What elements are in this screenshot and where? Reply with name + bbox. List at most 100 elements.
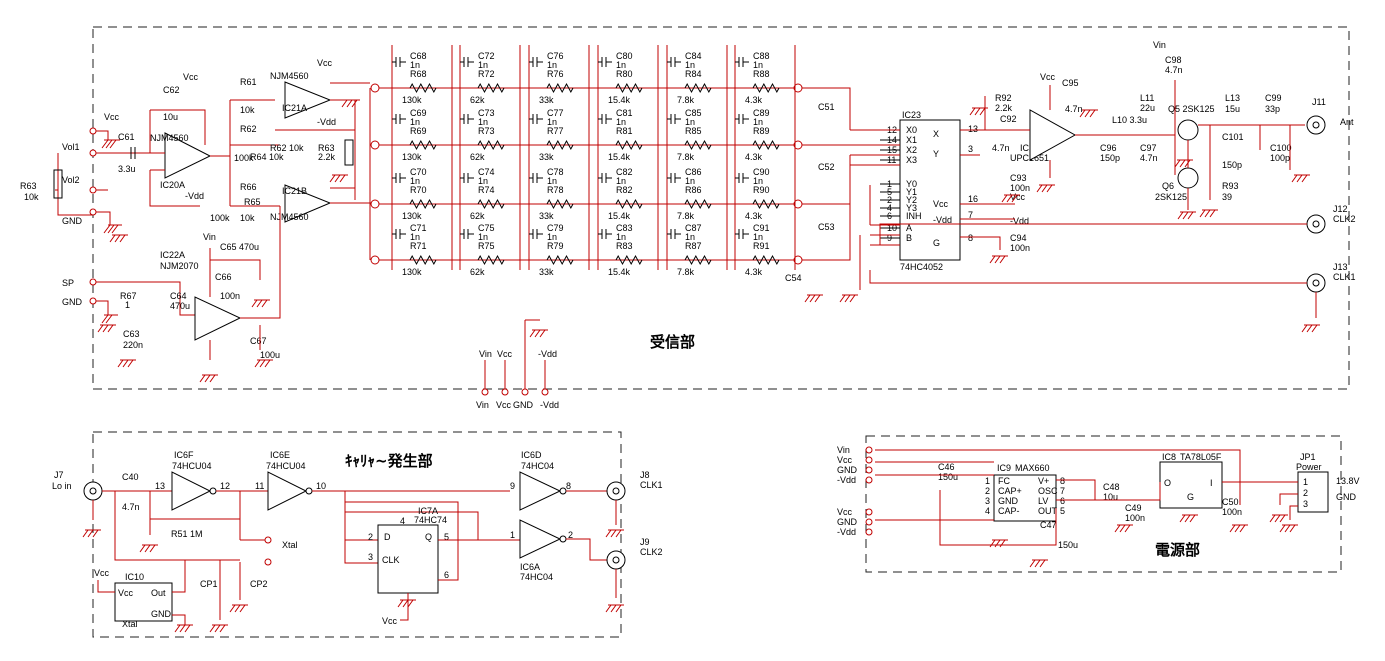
filter-output-caps: C51 C52 C53 C54 xyxy=(785,102,835,283)
power-input-terminal[interactable] xyxy=(865,466,873,474)
jp1-connector[interactable] xyxy=(1297,471,1329,513)
mux-pin-name: X3 xyxy=(906,155,917,165)
power-output-label: Vcc xyxy=(837,507,853,517)
jp1-pin2: 2 xyxy=(1303,488,1308,498)
power-input-terminal[interactable] xyxy=(865,476,873,484)
c50-label: C50 xyxy=(1222,497,1239,507)
xtal-terminal-1[interactable] xyxy=(264,536,272,544)
ic8-in-pin: O xyxy=(1164,478,1171,488)
mux-pin-name: B xyxy=(906,233,912,243)
filter-cap-label: C82 xyxy=(616,167,633,177)
vol1-terminal[interactable] xyxy=(89,149,97,157)
mux-pin-name: A xyxy=(906,223,912,233)
power-input-terminal[interactable] xyxy=(865,446,873,454)
r92-label: R92 xyxy=(995,93,1012,103)
bus-vcc-terminal[interactable] xyxy=(501,388,509,396)
c101-value: 150p xyxy=(1222,160,1242,170)
ic20-vdd: -Vdd xyxy=(185,191,204,201)
ic9-part: MAX660 xyxy=(1015,463,1050,473)
mux-pin-name: Y xyxy=(933,149,939,159)
ic20-opamp xyxy=(164,132,212,179)
filter-resistor-value: 7.8k xyxy=(677,211,695,221)
bus-vin-terminal[interactable] xyxy=(481,388,489,396)
ground-symbol xyxy=(1269,514,1288,523)
ic6d-part: 74HC04 xyxy=(521,461,554,471)
pin12-label: 12 xyxy=(220,481,230,491)
c46-value: 150u xyxy=(938,472,958,482)
ground-symbol xyxy=(1199,209,1218,218)
mux-pin-name: Y2 xyxy=(906,195,917,205)
sp-terminal[interactable] xyxy=(89,278,97,286)
filter-cap-value: 1n xyxy=(410,176,420,186)
bus-vdd-terminal[interactable] xyxy=(541,388,549,396)
ic21b-opamp xyxy=(284,184,332,223)
ground-symbol xyxy=(1177,211,1196,220)
ic7-pin5: 5 xyxy=(444,532,449,542)
filter-resistor-label: R70 xyxy=(410,185,427,195)
bus-gnd-terminal[interactable] xyxy=(521,388,529,396)
filter-input-node xyxy=(370,199,380,209)
ground-symbol xyxy=(989,539,1008,548)
mux-pin-number: 7 xyxy=(968,210,973,220)
power-output-terminal[interactable] xyxy=(865,518,873,526)
ic9-pin-name: OUT xyxy=(1038,506,1058,516)
power-output-terminal[interactable] xyxy=(865,508,873,516)
filter-cap-value: 1n xyxy=(547,60,557,70)
filter-cap-label: C75 xyxy=(478,223,495,233)
filter-resistor-label: R75 xyxy=(478,241,495,251)
power-output-terminal[interactable] xyxy=(865,528,873,536)
power-section-box xyxy=(865,435,1342,573)
vol2-terminal[interactable] xyxy=(89,186,97,194)
xtal-terminal-2[interactable] xyxy=(264,558,272,566)
gnd-terminal[interactable] xyxy=(89,208,97,216)
ic8-gnd-pin: G xyxy=(1187,492,1194,502)
ic23-part: 74HC4052 xyxy=(900,262,943,272)
c49-label: C49 xyxy=(1125,503,1142,513)
filter-resistor-label: R88 xyxy=(753,69,770,79)
ic7-d-pin: D xyxy=(384,532,391,542)
filter-cap-label: C71 xyxy=(410,223,427,233)
ground-symbol xyxy=(1114,524,1133,533)
filter-cap-label: C69 xyxy=(410,108,427,118)
ground-symbol xyxy=(97,324,116,333)
ic6a-inverter xyxy=(519,519,562,559)
sp-gnd-terminal[interactable] xyxy=(89,297,97,305)
filter-cap-value: 1n xyxy=(685,232,695,242)
filter-resistor-label: R74 xyxy=(478,185,495,195)
gnd-label: GND xyxy=(62,216,83,226)
filter-resistor-value: 33k xyxy=(539,95,554,105)
power-input-terminal[interactable] xyxy=(865,456,873,464)
ic9-regulator xyxy=(993,474,1057,522)
sp-label: SP xyxy=(62,278,74,288)
ic8-label: IC8 xyxy=(1162,452,1176,462)
ic6d-label: IC6D xyxy=(521,450,542,460)
jp1-gnd: GND xyxy=(1336,492,1357,502)
ground-symbol xyxy=(605,604,624,613)
filter-cap-label: C89 xyxy=(753,108,770,118)
cp2-label: CP2 xyxy=(250,579,268,589)
c62-value: 10u xyxy=(163,112,178,122)
ic21a-label: IC21A xyxy=(282,103,307,113)
jp1-pin3: 3 xyxy=(1303,499,1308,509)
bus-vdd-top: -Vdd xyxy=(538,349,557,359)
c99-label: C99 xyxy=(1265,93,1282,103)
ic7-q-pin: Q xyxy=(425,532,432,542)
filter-resistor-label: R73 xyxy=(478,126,495,136)
ground-symbol xyxy=(839,294,858,303)
ic6d-inverter xyxy=(519,471,562,511)
filter-cap-value: 1n xyxy=(616,117,626,127)
vcc-terminal[interactable] xyxy=(89,127,97,135)
jp1-voltage: 13.8V xyxy=(1336,476,1360,486)
l11-label: L11 xyxy=(1140,93,1154,103)
c95-value: 4.7n xyxy=(1065,104,1083,114)
r66-label: R66 xyxy=(240,182,257,192)
filter-cap-label: C87 xyxy=(685,223,702,233)
filter-cap-value: 1n xyxy=(547,232,557,242)
ic20-label: IC20A xyxy=(160,180,185,190)
ic9-pin-name: CAP- xyxy=(998,506,1020,516)
ground-symbol xyxy=(329,174,348,183)
ic6f-inverter xyxy=(171,471,212,511)
filter-resistor-value: 15.4k xyxy=(608,267,631,277)
filter-cap-value: 1n xyxy=(685,60,695,70)
q6-label: Q6 xyxy=(1162,181,1174,191)
